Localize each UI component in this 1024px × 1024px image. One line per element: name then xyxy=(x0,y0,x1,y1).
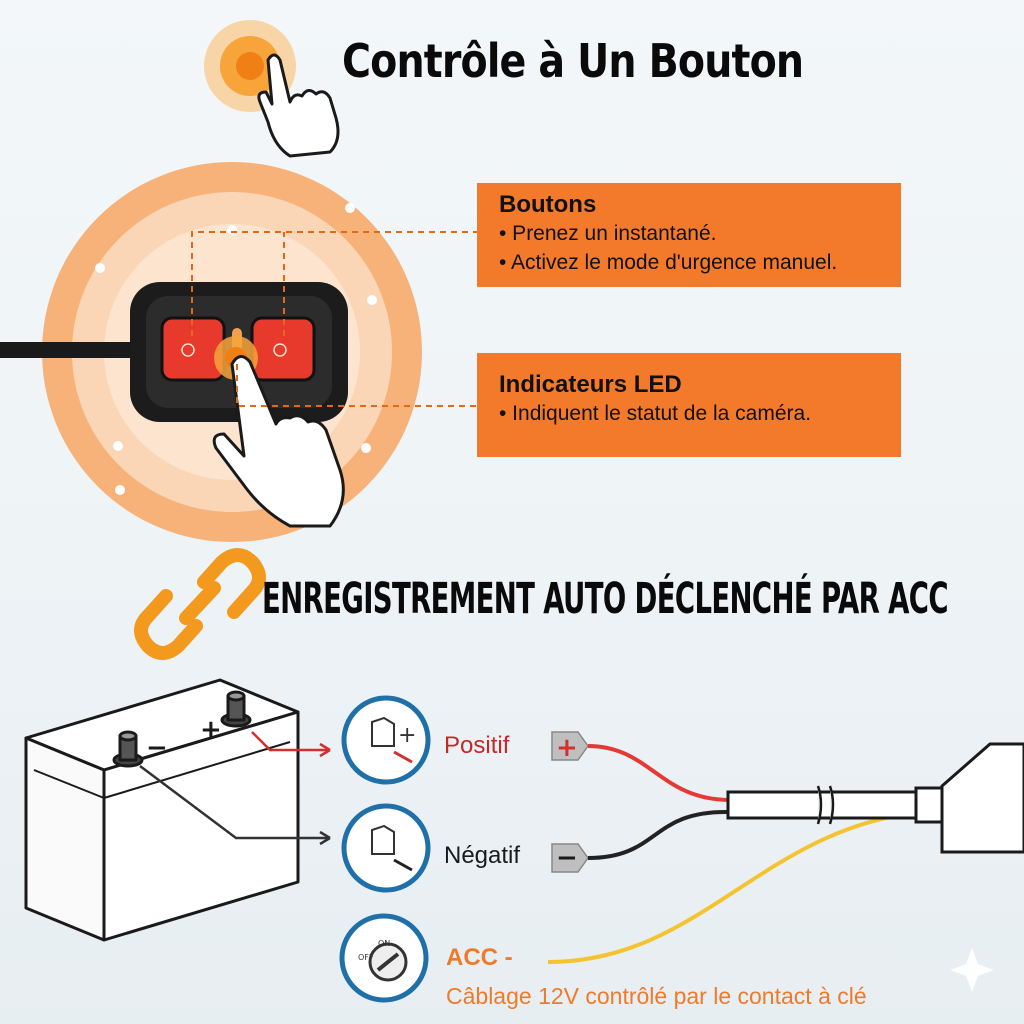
callout-led: Indicateurs LED • Indiquent le statut de… xyxy=(477,353,901,457)
pressing-hand-icon xyxy=(212,336,345,528)
callout-led-title: Indicateurs LED xyxy=(499,371,682,398)
svg-text:−: − xyxy=(556,843,578,873)
emergency-button xyxy=(250,316,316,382)
wire-harness xyxy=(726,742,1024,854)
chain-link-icon xyxy=(134,548,266,660)
svg-text:+: + xyxy=(398,723,416,748)
svg-text:+: + xyxy=(556,733,578,763)
snapshot-button xyxy=(160,316,226,382)
section-title-acc: ENREGISTREMENT AUTO DÉCLENCHÉ PAR ACC xyxy=(262,574,949,624)
negative-terminal-inset xyxy=(341,803,431,893)
battery-arrows xyxy=(139,731,331,846)
acc-wire xyxy=(547,810,921,964)
callout-buttons-item: • Prenez un instantané. xyxy=(499,222,717,245)
svg-text:OFF: OFF xyxy=(358,953,374,962)
callout-buttons-title: Boutons xyxy=(499,191,597,218)
positive-terminal-inset: + xyxy=(341,695,431,785)
negative-connector: − xyxy=(551,843,589,873)
car-battery xyxy=(24,678,300,942)
negative-label: Négatif xyxy=(444,842,521,869)
negative-wire xyxy=(587,809,731,860)
acc-label: ACC - xyxy=(446,944,513,971)
callout-buttons: Boutons • Prenez un instantané. • Active… xyxy=(477,183,901,287)
battery-minus-sign: − xyxy=(146,733,168,763)
positive-wire xyxy=(587,744,731,802)
ignition-key-inset: ON OFF xyxy=(339,913,429,1003)
callout-led-item: • Indiquent le statut de la caméra. xyxy=(499,402,812,425)
svg-text:ON: ON xyxy=(378,939,390,948)
acc-description: Câblage 12V contrôlé par le contact à cl… xyxy=(446,983,867,1009)
positive-label: Positif xyxy=(444,732,510,759)
tap-hand-icon xyxy=(204,20,340,158)
callout-leaders xyxy=(191,231,477,407)
sparkle-icon xyxy=(950,948,994,992)
header-title: Contrôle à Un Bouton xyxy=(342,34,804,88)
callout-buttons-item: • Activez le mode d'urgence manuel. xyxy=(499,251,838,274)
positive-connector: + xyxy=(551,731,589,763)
battery-plus-sign: + xyxy=(200,715,222,745)
